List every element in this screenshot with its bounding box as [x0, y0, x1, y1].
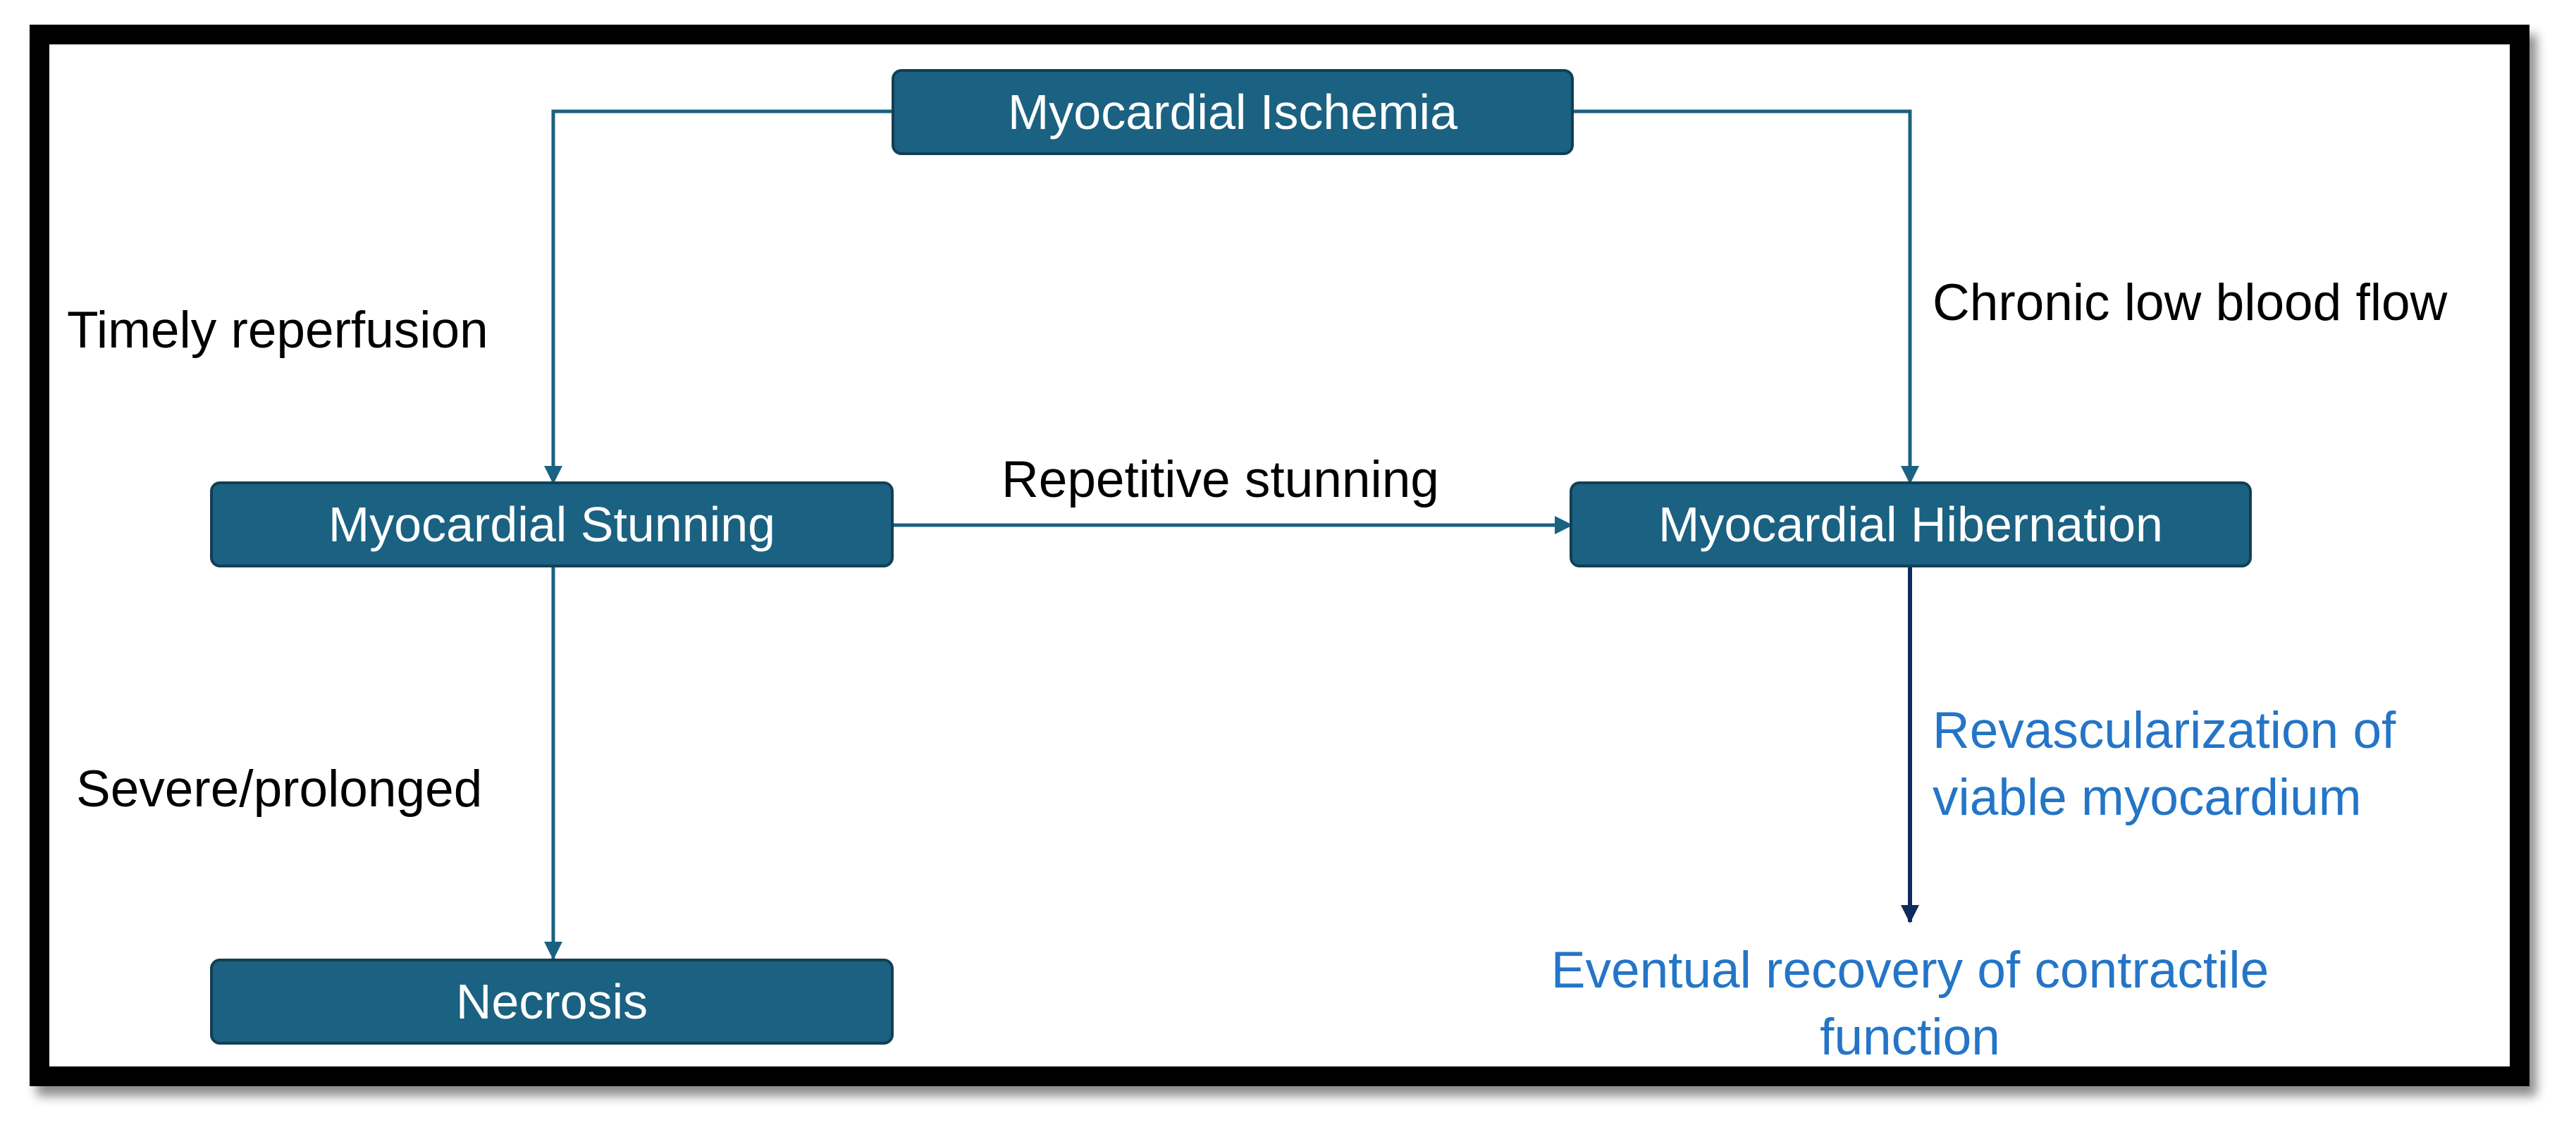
node-label: Necrosis	[455, 974, 648, 1029]
node-necrosis: Necrosis	[210, 959, 894, 1045]
recovery-line-2: function	[1820, 1008, 2000, 1066]
edge-label-severe-prolonged: Severe/prolonged	[76, 761, 483, 818]
node-myocardial-stunning: Myocardial Stunning	[210, 481, 894, 567]
edge-label-chronic-low-blood-flow: Chronic low blood flow	[1933, 274, 2448, 331]
node-myocardial-ischemia: Myocardial Ischemia	[892, 69, 1574, 155]
node-label: Myocardial Hibernation	[1658, 497, 2163, 552]
recovery-line-1: Eventual recovery of contractile	[1551, 942, 2269, 999]
node-label: Myocardial Ischemia	[1008, 85, 1458, 140]
edge-ischemia-to-stunning	[544, 109, 894, 484]
revascularization-line-2: viable myocardium	[1933, 768, 2362, 826]
edge-label-timely-reperfusion: Timely reperfusion	[67, 302, 488, 359]
revascularization-line-1: Revascularization of	[1933, 702, 2396, 759]
edge-ischemia-to-hibernation	[1572, 109, 1919, 484]
node-myocardial-hibernation: Myocardial Hibernation	[1570, 481, 2252, 567]
node-label: Myocardial Stunning	[328, 497, 776, 552]
edge-label-repetitive-stunning: Repetitive stunning	[1002, 451, 1439, 508]
edge-label-revascularization: Revascularization of viable myocardium	[1933, 698, 2396, 832]
node-eventual-recovery: Eventual recovery of contractile functio…	[1501, 937, 2319, 1071]
